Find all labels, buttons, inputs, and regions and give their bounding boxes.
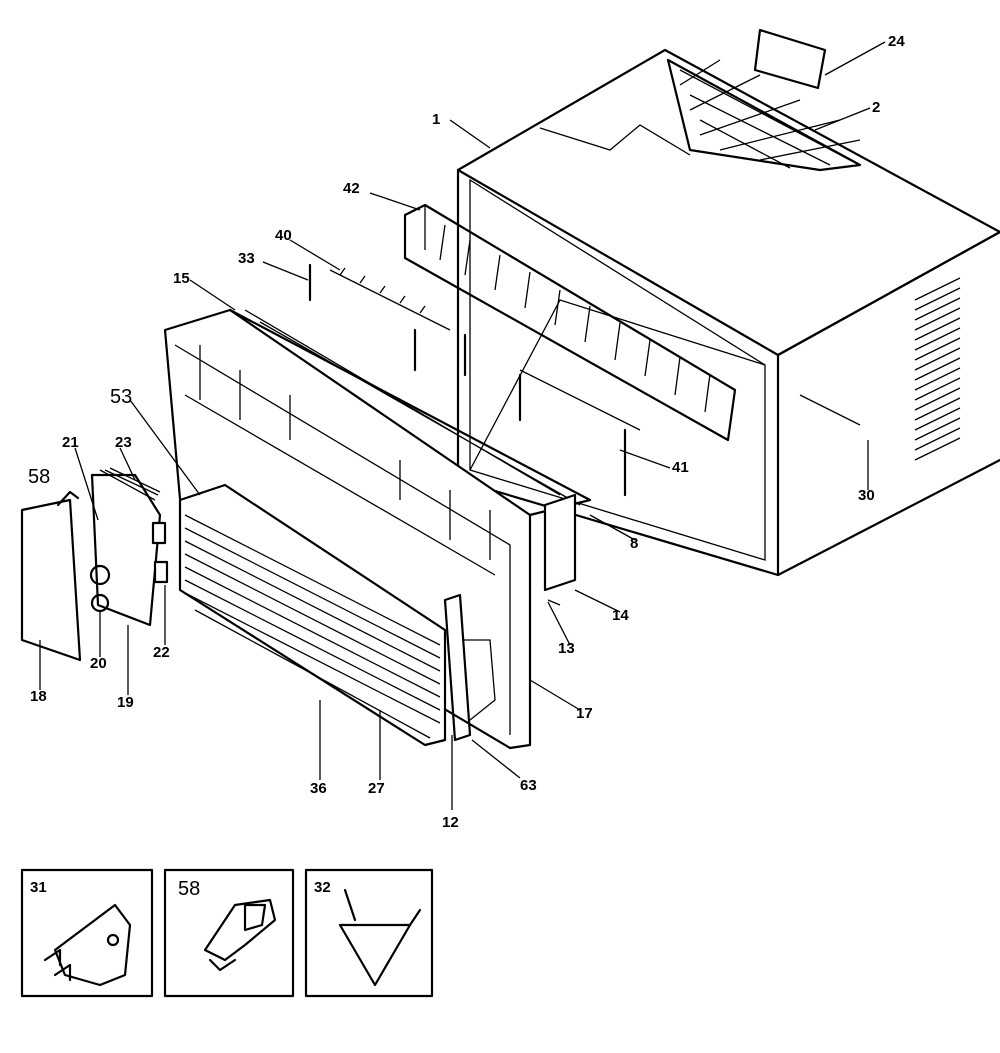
callout-18: 18 xyxy=(30,688,47,705)
inset-31: 31 xyxy=(20,868,154,998)
callout-42: 42 xyxy=(343,180,360,197)
callout-1: 1 xyxy=(432,111,440,128)
callout-21: 21 xyxy=(62,434,79,451)
inset-58-label: 58 xyxy=(178,878,200,900)
screw-set xyxy=(308,263,641,497)
cabinet-housing xyxy=(456,48,1000,577)
callout-24: 24 xyxy=(888,33,905,50)
callout-13: 13 xyxy=(558,640,575,657)
inset-32: 32 xyxy=(304,868,434,998)
callout-17: 17 xyxy=(576,705,593,722)
callout-27: 27 xyxy=(368,780,385,797)
bracket-icon xyxy=(53,903,132,987)
callout-40: 40 xyxy=(275,227,292,244)
callout-12: 12 xyxy=(442,814,459,831)
callout-53: 53 xyxy=(110,386,132,408)
scoop-icon xyxy=(338,923,412,987)
callout-8: 8 xyxy=(630,535,638,552)
scoop-handle xyxy=(343,888,357,922)
side-louvers xyxy=(914,277,961,461)
callout-33: 33 xyxy=(238,250,255,267)
side-bracket xyxy=(543,493,577,606)
front-grille xyxy=(178,483,447,747)
control-panel xyxy=(89,467,169,627)
filter-panel xyxy=(443,593,496,742)
callout-30: 30 xyxy=(858,487,875,504)
callout-22: 22 xyxy=(153,644,170,661)
clip-icon xyxy=(203,898,277,962)
callout-63: 63 xyxy=(520,777,537,794)
callout-58: 58 xyxy=(28,466,50,488)
callout-23: 23 xyxy=(115,434,132,451)
label-plate xyxy=(753,28,827,90)
clip-part xyxy=(56,490,80,507)
callout-15-top: 15 xyxy=(173,270,190,287)
callout-14: 14 xyxy=(612,607,629,624)
partition-rail xyxy=(403,203,737,442)
inset-31-label: 31 xyxy=(30,879,47,896)
leader-lines xyxy=(39,41,886,810)
callout-20: 20 xyxy=(90,655,107,672)
callout-36: 36 xyxy=(310,780,327,797)
insulation-mesh xyxy=(666,58,862,172)
inset-58: 58 xyxy=(163,868,295,998)
callout-19: 19 xyxy=(117,694,134,711)
control-cover xyxy=(20,498,82,662)
callout-41: 41 xyxy=(672,459,689,476)
callout-labels: 1 2 24 42 40 33 15 53 21 23 58 41 30 8 1… xyxy=(28,33,905,831)
callout-2: 2 xyxy=(872,99,880,116)
inset-32-label: 32 xyxy=(314,879,331,896)
